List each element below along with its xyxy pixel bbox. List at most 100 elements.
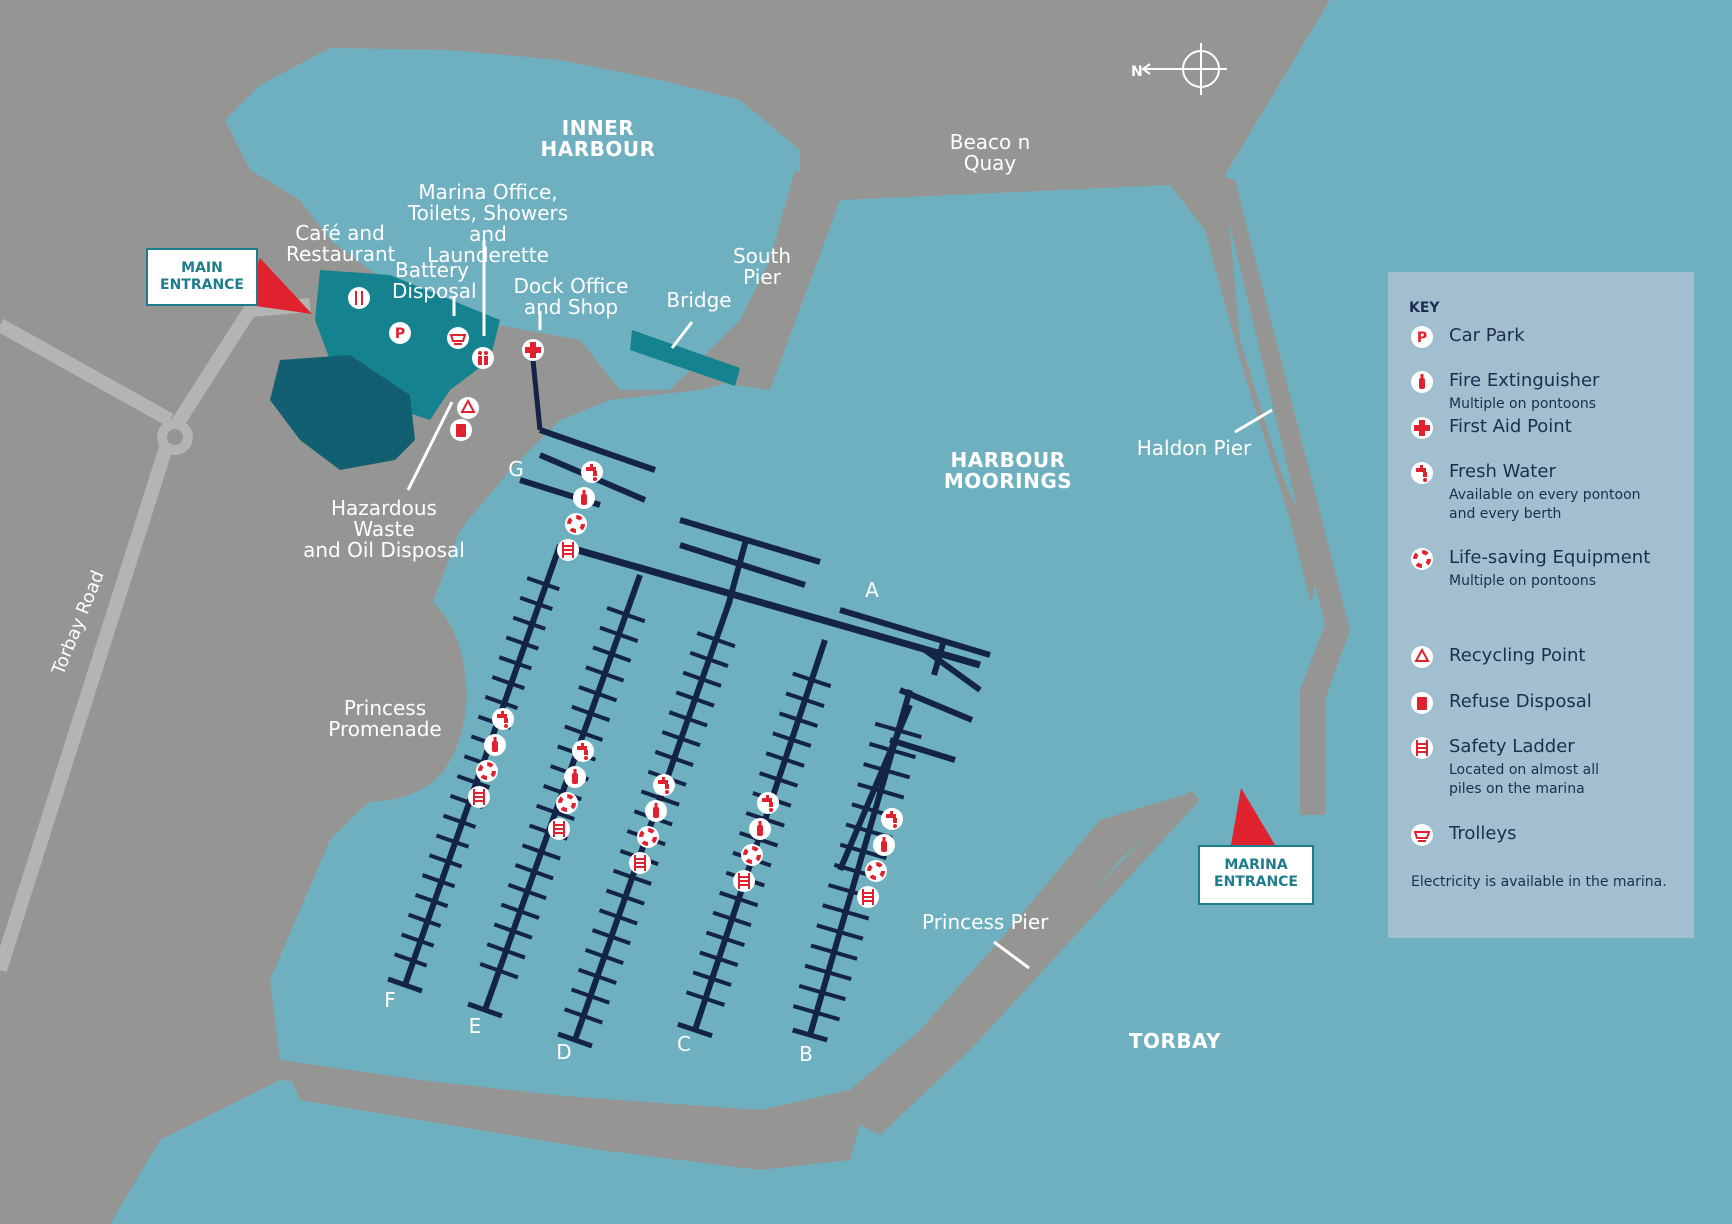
finger-berth: [833, 950, 858, 961]
finger-berth: [673, 756, 694, 767]
finger-berth: [484, 694, 505, 706]
finger-berth: [577, 967, 599, 979]
finger-berth: [862, 849, 887, 860]
access-walkway: [529, 349, 543, 431]
finger-berth: [682, 670, 703, 682]
compass-north-label: N: [1131, 64, 1143, 80]
inner-harbour-label: INNER HARBOUR: [540, 116, 656, 161]
recycling-icon: [456, 396, 480, 420]
finger-berth: [719, 890, 740, 901]
princess-promenade-label: Princess Promenade: [328, 696, 442, 741]
finger-berth: [765, 751, 786, 762]
finger-berth: [454, 840, 470, 849]
finger-berth: [498, 968, 519, 980]
finger-berth: [542, 784, 564, 795]
pontoon-label-a: A: [865, 578, 879, 602]
finger-berth: [526, 889, 547, 901]
life-saving-icon: [474, 758, 500, 784]
finger-berth: [412, 959, 428, 968]
trolleys-icon: [1410, 823, 1434, 847]
fire-extinguisher-icon: [564, 766, 586, 788]
finger-berth: [874, 721, 899, 733]
finger-berth: [618, 632, 639, 643]
legend-item-note: Multiple on pontoons: [1449, 396, 1597, 412]
finger-berth: [689, 650, 710, 662]
fire-extinguisher-icon: [573, 487, 595, 509]
finger-berth: [785, 691, 806, 702]
finger-berth: [712, 910, 733, 921]
finger-berth: [503, 701, 519, 710]
refuse-icon: [1411, 692, 1433, 714]
finger-berth: [582, 1014, 604, 1025]
torbay-label: TORBAY: [1128, 1029, 1222, 1053]
finger-berth: [659, 796, 680, 807]
finger-berth: [839, 930, 864, 941]
pontoon-label-c: C: [677, 1032, 691, 1056]
pontoon-a-arm: [898, 687, 974, 723]
first-aid-icon: [1411, 417, 1433, 439]
trolleys-icon: [446, 326, 470, 350]
finger-berth: [570, 987, 592, 999]
finger-berth: [804, 963, 829, 975]
marina-entrance-sign: MARINA ENTRANCE: [1198, 845, 1314, 905]
finger-berth: [507, 882, 528, 894]
finger-berth: [519, 595, 540, 607]
fire-extinguisher-icon: [484, 734, 506, 756]
finger-berth: [833, 862, 858, 874]
pontoon-b-spine: [807, 689, 913, 1036]
south-pier-label: South Pier: [732, 244, 792, 289]
pontoon-label-b: B: [799, 1042, 813, 1066]
finger-berth: [414, 892, 436, 904]
finger-berth: [857, 782, 882, 793]
safety-ladder-icon: [1410, 736, 1434, 760]
finger-berth: [731, 917, 752, 928]
finger-berth: [585, 665, 606, 676]
finger-berth: [517, 661, 533, 671]
finger-berth: [606, 605, 627, 617]
pontoon-a-arm: [923, 647, 982, 693]
fire-extinguisher-icon: [1411, 371, 1433, 393]
finger-berth: [400, 932, 422, 944]
finger-berth: [715, 637, 736, 649]
legend-item-label: Safety Ladder: [1449, 736, 1575, 757]
finger-berth: [827, 883, 853, 894]
finger-berth: [461, 820, 477, 829]
finger-berth: [625, 612, 646, 624]
fresh-water-icon: [881, 808, 903, 830]
battery-disposal-label: Battery Disposal: [392, 258, 477, 303]
legend-item-label: Fire Extinguisher: [1449, 370, 1600, 391]
cafe-restaurant-label: Café and Restaurant: [286, 221, 396, 266]
fire-extinguisher-icon: [873, 834, 895, 856]
finger-berth: [598, 908, 620, 919]
pontoon-label-g: G: [508, 457, 524, 481]
hazardous-waste-label: Hazardous Waste and Oil Disposal: [303, 496, 465, 562]
finger-berth: [505, 948, 526, 960]
legend-item-note: Available on every pontoon and every ber…: [1449, 487, 1641, 522]
finger-berth: [863, 762, 888, 773]
harbour-moorings-label: HARBOUR MOORINGS: [943, 448, 1073, 493]
finger-berth: [708, 657, 729, 668]
pontoon-label-f: F: [384, 988, 396, 1012]
finger-berth: [440, 879, 456, 889]
finger-berth: [661, 730, 682, 741]
fresh-water-icon: [492, 708, 514, 730]
cafe-building: [270, 355, 415, 470]
finger-berth: [433, 899, 449, 909]
finger-berth: [617, 915, 638, 926]
main-entrance-arrow-icon: [242, 258, 312, 314]
finger-berth: [578, 685, 599, 696]
finger-berth: [519, 909, 540, 920]
finger-berth: [486, 942, 507, 953]
safety-ladder-icon: [547, 817, 571, 841]
finger-berth: [512, 615, 533, 627]
princess-pier-label: Princess Pier: [922, 910, 1049, 934]
cafe-icon: [347, 286, 371, 310]
finger-berth: [610, 934, 631, 946]
finger-berth: [512, 929, 533, 940]
safety-ladder-icon: [628, 851, 652, 875]
toilets-icon: [472, 347, 494, 369]
pontoon-a-arm: [679, 542, 806, 588]
finger-berth: [493, 922, 514, 933]
